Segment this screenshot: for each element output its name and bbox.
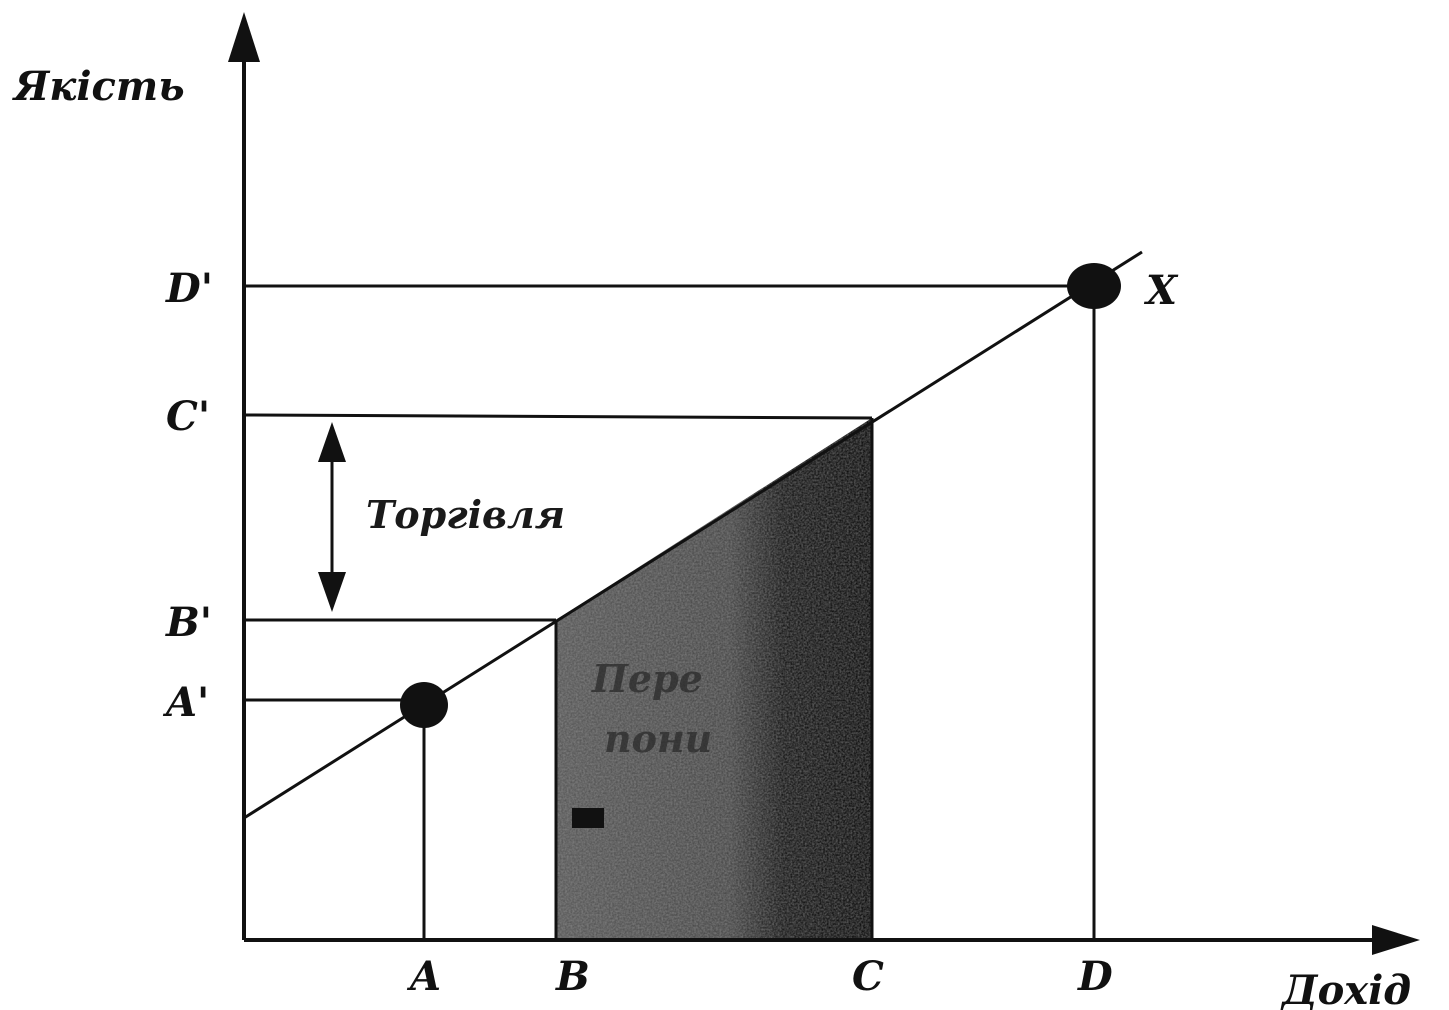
projection-line-c-prime	[243, 413, 873, 420]
shaded-label-line1: Пере	[591, 656, 703, 701]
y-tick-a-prime: A'	[162, 679, 209, 726]
y-axis-label: Якість	[12, 63, 185, 110]
point-a	[400, 682, 448, 728]
trade-label: Торгівля	[366, 492, 565, 537]
y-tick-c-prime: C'	[166, 393, 210, 440]
arrow-down-icon	[318, 572, 346, 612]
shaded-label-line2: пони	[604, 716, 712, 761]
quality-income-line	[243, 250, 1143, 820]
x-axis-label: Дохід	[1280, 967, 1411, 1010]
x-tick-d: D	[1077, 953, 1113, 1000]
shaded-region	[556, 418, 872, 940]
shaded-mark	[572, 808, 604, 828]
x-tick-b: B	[555, 953, 590, 1000]
trade-double-arrow	[318, 422, 346, 612]
x-axis-arrow-icon	[1372, 925, 1420, 955]
x-tick-a: A	[406, 953, 441, 1000]
x-tick-c: C	[852, 953, 884, 1000]
y-tick-d-prime: D'	[165, 265, 213, 312]
point-d	[1067, 263, 1121, 309]
arrow-up-icon	[318, 422, 346, 462]
y-tick-b-prime: B'	[165, 599, 212, 646]
y-axis-arrow-icon	[228, 12, 260, 62]
line-label-x: X	[1143, 267, 1179, 314]
